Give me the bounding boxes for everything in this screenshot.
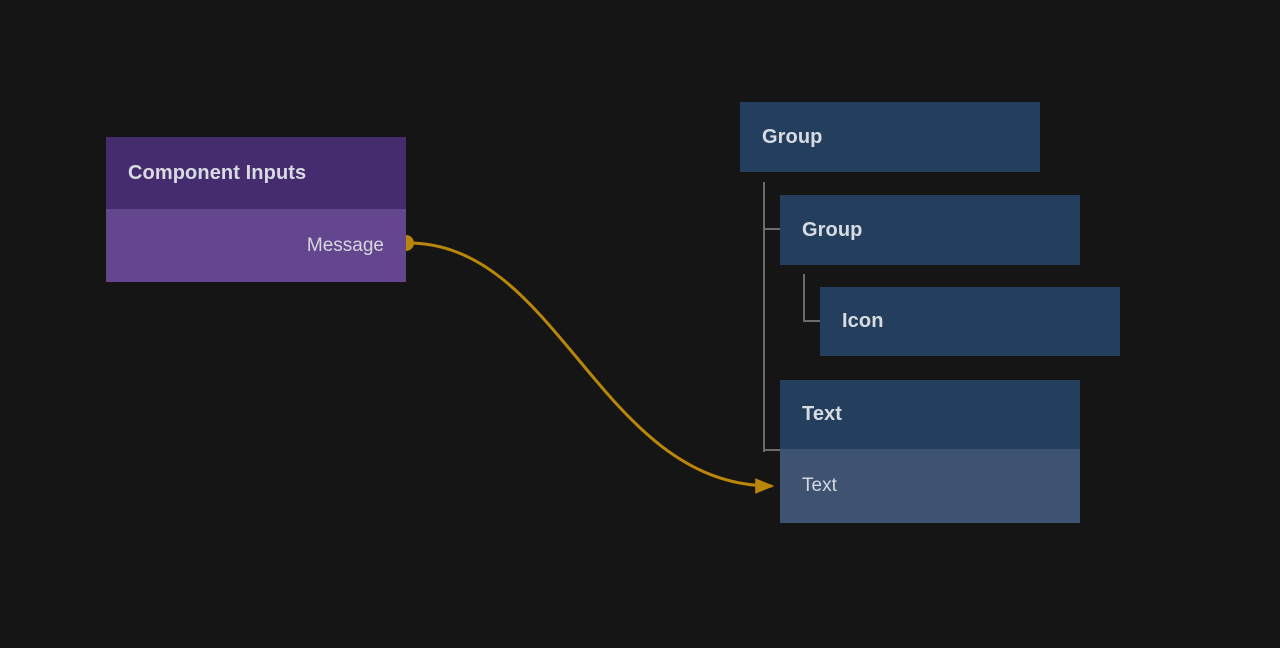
tree-node-label-text: Text — [780, 380, 1080, 449]
edge-message-to-text — [407, 241, 775, 494]
tree-node-label-group-root: Group — [740, 102, 1040, 172]
component-inputs-node[interactable]: Component Inputs Message — [106, 137, 406, 282]
tree-node-group-child[interactable]: Group — [780, 195, 1080, 265]
component-inputs-title: Component Inputs — [106, 137, 406, 209]
tree-node-label-group-child: Group — [780, 195, 1080, 265]
tree-connector-root-spine — [763, 182, 765, 452]
tree-node-property-text[interactable]: Text — [780, 449, 1080, 523]
tree-connector-elbow-text — [763, 449, 781, 451]
component-inputs-port-message[interactable]: Message — [106, 209, 406, 282]
tree-connector-child-spine — [803, 274, 805, 322]
tree-node-text[interactable]: Text Text — [780, 380, 1080, 523]
tree-node-label-icon: Icon — [820, 287, 1120, 356]
tree-node-icon[interactable]: Icon — [820, 287, 1120, 356]
tree-connector-stub-icon — [803, 320, 821, 322]
tree-connector-stub-group — [763, 228, 781, 230]
tree-node-group-root[interactable]: Group — [740, 102, 1040, 172]
